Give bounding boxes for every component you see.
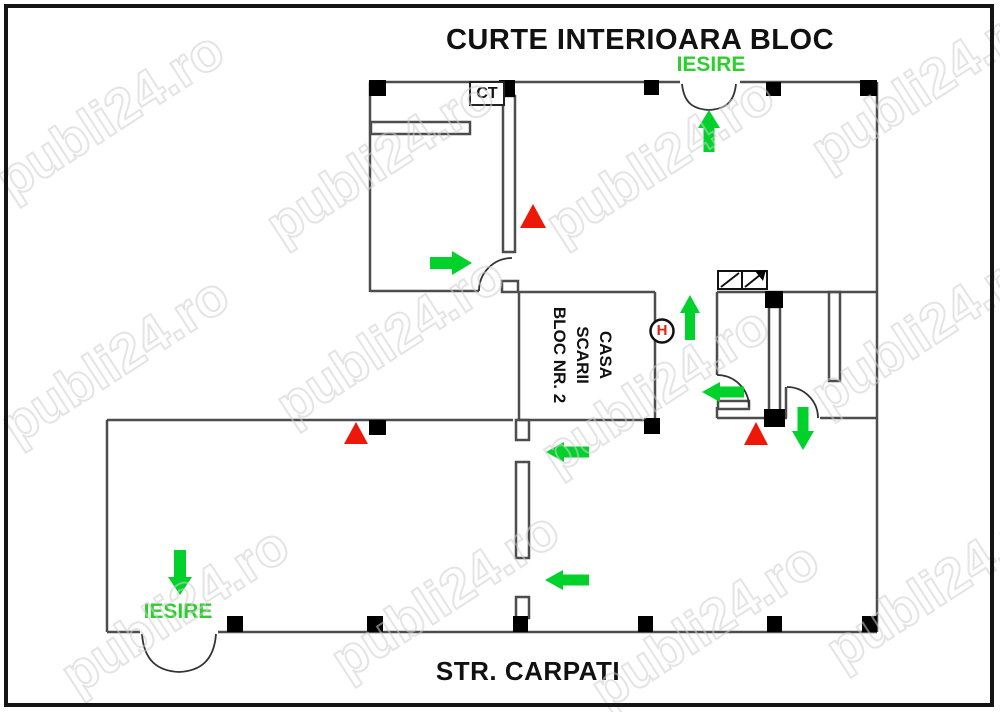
boiler-room-label: CT bbox=[469, 81, 505, 106]
door-arc-icon bbox=[716, 374, 750, 408]
stairwell-label-line3: BLOC NR. 2 bbox=[550, 306, 570, 404]
stairwell-label-line2: SCARII bbox=[573, 326, 593, 384]
fire-point-triangle-icon bbox=[744, 422, 768, 445]
fire-point-triangles bbox=[344, 204, 768, 445]
evac-arrow-up-icon bbox=[680, 295, 700, 340]
courtyard-title: CURTE INTERIOARA BLOC bbox=[445, 24, 835, 56]
evac-arrow-right-icon bbox=[430, 251, 472, 275]
door-arc-icon bbox=[178, 633, 217, 673]
evac-arrow-left-icon bbox=[545, 570, 589, 590]
evac-arrow-left-icon bbox=[702, 382, 744, 402]
evac-arrow-left-icon bbox=[546, 442, 589, 462]
electrical-panel-icon bbox=[717, 270, 768, 290]
walls bbox=[105, 80, 879, 634]
exit-label-bottom: IESIRE bbox=[143, 600, 213, 623]
exit-label-top: IESIRE bbox=[676, 53, 746, 76]
stairwell-label: CASA SCARII BLOC NR. 2 bbox=[540, 290, 616, 420]
fire-point-triangle-icon bbox=[344, 422, 368, 444]
evac-arrow-down-icon bbox=[792, 407, 814, 450]
fire-point-triangle-icon bbox=[520, 204, 546, 228]
door-arc-icon bbox=[141, 633, 180, 673]
door-arcs bbox=[141, 83, 819, 673]
door-arc-icon bbox=[786, 386, 819, 419]
stairwell-label-line1: CASA bbox=[596, 330, 615, 380]
evacuation-arrows bbox=[168, 110, 814, 595]
hydrant-icon bbox=[649, 318, 675, 344]
hydrant-letter: H bbox=[656, 322, 668, 339]
door-arc-icon bbox=[681, 83, 710, 111]
door-arc-icon bbox=[478, 257, 513, 292]
evac-arrow-up-icon bbox=[698, 110, 720, 152]
door-arc-icon bbox=[708, 83, 737, 111]
street-title: STR. CARPATI bbox=[435, 656, 621, 686]
evac-arrow-down-icon bbox=[168, 550, 192, 595]
